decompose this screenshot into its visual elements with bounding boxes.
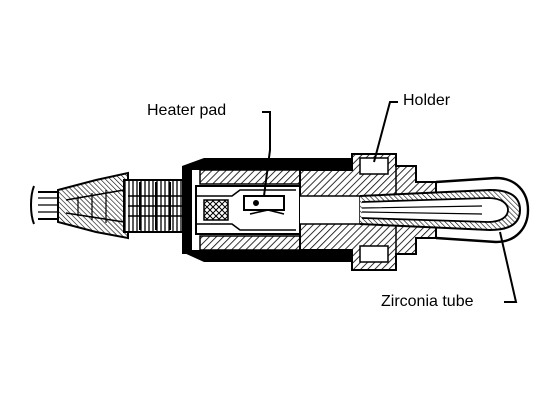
zirconia-tube-label: Zirconia tube: [381, 293, 474, 310]
heater-pad-leader: [262, 111, 271, 197]
holder-label: Holder: [403, 92, 451, 109]
zirconia-tube-leader: [499, 231, 518, 303]
protective-tube: [435, 176, 530, 244]
zirconia-tube: [359, 188, 522, 232]
wire-bundle: [123, 179, 185, 233]
heater-pad-label: Heater pad: [147, 102, 227, 119]
rubber-boot: [57, 171, 129, 240]
leader-lines: [262, 101, 518, 303]
sensor-cable: [30, 185, 60, 225]
heater-pad: [243, 195, 285, 211]
holder-leader: [373, 101, 398, 163]
